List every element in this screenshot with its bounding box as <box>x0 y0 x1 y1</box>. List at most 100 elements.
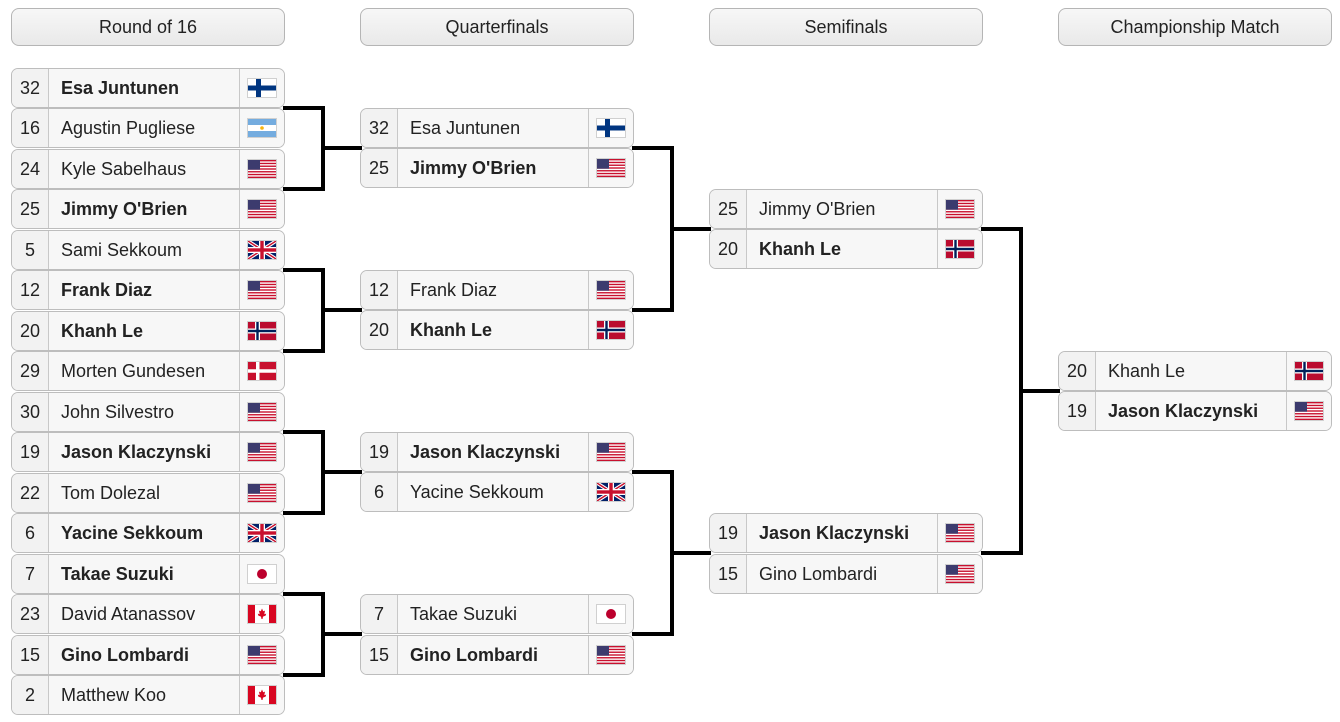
player-slot: 25 Jimmy O'Brien <box>11 189 285 229</box>
player-slot: 6 Yacine Sekkoum <box>360 472 634 512</box>
player-name: Khanh Le <box>1108 360 1186 381</box>
round-header-1: Round of 16 <box>11 8 285 46</box>
norway-flag-icon <box>588 311 633 349</box>
player-slot: 5 Sami Sekkoum <box>11 230 285 270</box>
us-flag-icon <box>239 190 284 228</box>
player-slot: 19 Jason Klaczynski <box>1058 391 1332 431</box>
player-name: Khanh Le <box>61 320 144 341</box>
us-flag-icon <box>588 149 633 187</box>
us-flag-icon <box>1286 392 1331 430</box>
us-flag-icon <box>588 433 633 471</box>
seed-number: 25 <box>361 149 398 187</box>
player-slot: 32 Esa Juntunen <box>11 68 285 108</box>
player-name: Jimmy O'Brien <box>61 198 188 219</box>
seed-number: 19 <box>361 433 398 471</box>
player-name: Khanh Le <box>410 319 493 340</box>
player-name: Morten Gundesen <box>61 360 206 381</box>
us-flag-icon <box>239 636 284 674</box>
player-name: Jason Klaczynski <box>1108 400 1259 421</box>
seed-number: 19 <box>1059 392 1096 430</box>
uk-flag-icon <box>588 473 633 511</box>
seed-number: 20 <box>361 311 398 349</box>
seed-number: 19 <box>710 514 747 552</box>
us-flag-icon <box>239 433 284 471</box>
norway-flag-icon <box>937 230 982 268</box>
player-slot: 19 Jason Klaczynski <box>709 513 983 553</box>
player-name: Khanh Le <box>759 238 842 259</box>
us-flag-icon <box>937 555 982 593</box>
player-name: Jimmy O'Brien <box>759 198 876 219</box>
seed-number: 15 <box>12 636 49 674</box>
player-name: Yacine Sekkoum <box>410 481 544 502</box>
player-slot: 16 Agustin Pugliese <box>11 108 285 148</box>
canada-flag-icon <box>239 676 284 714</box>
argentina-flag-icon <box>239 109 284 147</box>
us-flag-icon <box>239 271 284 309</box>
seed-number: 20 <box>12 312 49 350</box>
round-header-4: Championship Match <box>1058 8 1332 46</box>
player-slot: 15 Gino Lombardi <box>709 554 983 594</box>
seed-number: 29 <box>12 352 49 390</box>
japan-flag-icon <box>239 555 284 593</box>
player-name: Gino Lombardi <box>759 563 878 584</box>
seed-number: 6 <box>361 473 398 511</box>
seed-number: 30 <box>12 393 49 431</box>
player-slot: 20 Khanh Le <box>11 311 285 351</box>
player-name: Agustin Pugliese <box>61 117 196 138</box>
player-name: Sami Sekkoum <box>61 239 183 260</box>
player-slot: 7 Takae Suzuki <box>11 554 285 594</box>
seed-number: 32 <box>361 109 398 147</box>
uk-flag-icon <box>239 231 284 269</box>
seed-number: 5 <box>12 231 49 269</box>
player-name: Jason Klaczynski <box>61 441 212 462</box>
round-header-3: Semifinals <box>709 8 983 46</box>
seed-number: 32 <box>12 69 49 107</box>
seed-number: 7 <box>361 595 398 633</box>
player-name: Esa Juntunen <box>61 77 180 98</box>
seed-number: 20 <box>1059 352 1096 390</box>
player-slot: 29 Morten Gundesen <box>11 351 285 391</box>
seed-number: 6 <box>12 514 49 552</box>
us-flag-icon <box>937 514 982 552</box>
player-name: Frank Diaz <box>61 279 153 300</box>
player-slot: 19 Jason Klaczynski <box>360 432 634 472</box>
seed-number: 15 <box>361 636 398 674</box>
us-flag-icon <box>588 271 633 309</box>
denmark-flag-icon <box>239 352 284 390</box>
us-flag-icon <box>239 150 284 188</box>
seed-number: 15 <box>710 555 747 593</box>
norway-flag-icon <box>239 312 284 350</box>
finland-flag-icon <box>588 109 633 147</box>
us-flag-icon <box>239 474 284 512</box>
us-flag-icon <box>937 190 982 228</box>
seed-number: 16 <box>12 109 49 147</box>
player-name: Frank Diaz <box>410 279 498 300</box>
norway-flag-icon <box>1286 352 1331 390</box>
seed-number: 12 <box>12 271 49 309</box>
round-header-2: Quarterfinals <box>360 8 634 46</box>
player-name: Takae Suzuki <box>410 603 518 624</box>
player-name: Matthew Koo <box>61 684 167 705</box>
finland-flag-icon <box>239 69 284 107</box>
player-name: Takae Suzuki <box>61 563 174 584</box>
canada-flag-icon <box>239 595 284 633</box>
player-name: Jason Klaczynski <box>759 522 910 543</box>
seed-number: 22 <box>12 474 49 512</box>
seed-number: 7 <box>12 555 49 593</box>
player-slot: 20 Khanh Le <box>1058 351 1332 391</box>
us-flag-icon <box>588 636 633 674</box>
seed-number: 25 <box>12 190 49 228</box>
player-name: Jason Klaczynski <box>410 441 561 462</box>
